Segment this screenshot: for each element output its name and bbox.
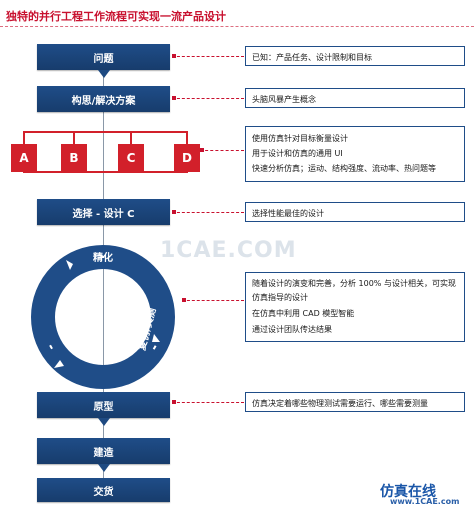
logo-text: 仿真在线 bbox=[380, 484, 436, 500]
note-line: 在仿真中利用 CAD 模型智能 bbox=[252, 309, 355, 318]
step-problem: 问题 bbox=[37, 44, 170, 70]
note-line: 已知：产品任务、设计限制和目标 bbox=[252, 53, 372, 62]
step-deliver: 交货 bbox=[37, 478, 170, 502]
merge-bar bbox=[23, 171, 188, 173]
option-c: C bbox=[118, 144, 144, 172]
note-prototype: 仿真决定着哪些物理测试需要运行、哪些需要测量 bbox=[245, 392, 465, 412]
connector-dot bbox=[172, 210, 176, 214]
option-b: B bbox=[61, 144, 87, 172]
arrow-down-icon bbox=[98, 418, 110, 426]
connector-dot bbox=[172, 400, 176, 404]
branch-b-line bbox=[73, 131, 75, 145]
branch-bar bbox=[23, 131, 188, 133]
logo-url: www.1CAE.com bbox=[390, 497, 460, 506]
arrow-down-icon bbox=[98, 70, 110, 78]
step-prototype: 原型 bbox=[37, 392, 170, 418]
connector-dot bbox=[200, 148, 204, 152]
connector-concept bbox=[172, 98, 244, 99]
connector-problem bbox=[172, 56, 244, 57]
note-problem: 已知：产品任务、设计限制和目标 bbox=[245, 46, 465, 66]
note-options: 使用仿真针对目标衡量设计 用于设计和仿真的通用 UI 快速分析仿真；运动、结构强… bbox=[245, 126, 465, 182]
note-line: 随着设计的演变和完善，分析 100% 与设计相关，可实现仿真指导的设计 bbox=[252, 279, 456, 302]
step-select: 选择 - 设计 C bbox=[37, 199, 170, 225]
branch-d-line bbox=[186, 131, 188, 145]
note-line: 用于设计和仿真的通用 UI bbox=[252, 149, 343, 158]
branch-c-line bbox=[130, 131, 132, 145]
note-line: 使用仿真针对目标衡量设计 bbox=[252, 134, 348, 143]
connector-dot bbox=[172, 54, 176, 58]
site-logo: 仿真在线 bbox=[380, 480, 470, 502]
step-concept: 构思/解决方案 bbox=[37, 86, 170, 112]
connector-options bbox=[200, 150, 244, 151]
arrow-down-icon bbox=[98, 464, 110, 472]
note-select: 选择性能最佳的设计 bbox=[245, 202, 465, 222]
connector-prototype bbox=[172, 402, 244, 403]
note-concept: 头脑风暴产生概念 bbox=[245, 88, 465, 108]
title-divider bbox=[0, 26, 474, 27]
note-line: 快速分析仿真；运动、结构强度、流动率、热问题等 bbox=[252, 164, 436, 173]
page-title: 独特的并行工程工作流程可实现一流产品设计 bbox=[6, 10, 226, 23]
connector-select bbox=[172, 212, 244, 213]
cycle-label-top: 精化 bbox=[93, 251, 113, 264]
branch-a-line bbox=[23, 131, 25, 145]
connector-dot bbox=[172, 96, 176, 100]
note-line: 选择性能最佳的设计 bbox=[252, 209, 324, 218]
note-cycle: 随着设计的演变和完善，分析 100% 与设计相关，可实现仿真指导的设计 在仿真中… bbox=[245, 272, 465, 342]
note-line: 通过设计团队传达结果 bbox=[252, 325, 332, 334]
iteration-cycle: 精化 协作 复仿/真测 bbox=[31, 245, 175, 389]
connector-cycle bbox=[182, 300, 244, 301]
watermark: 1CAE.COM bbox=[160, 238, 297, 263]
option-d: D bbox=[174, 144, 200, 172]
step-build: 建造 bbox=[37, 438, 170, 464]
note-line: 仿真决定着哪些物理测试需要运行、哪些需要测量 bbox=[252, 399, 428, 408]
connector-dot bbox=[182, 298, 186, 302]
note-line: 头脑风暴产生概念 bbox=[252, 95, 316, 104]
flow-spine bbox=[103, 60, 104, 490]
option-a: A bbox=[11, 144, 37, 172]
